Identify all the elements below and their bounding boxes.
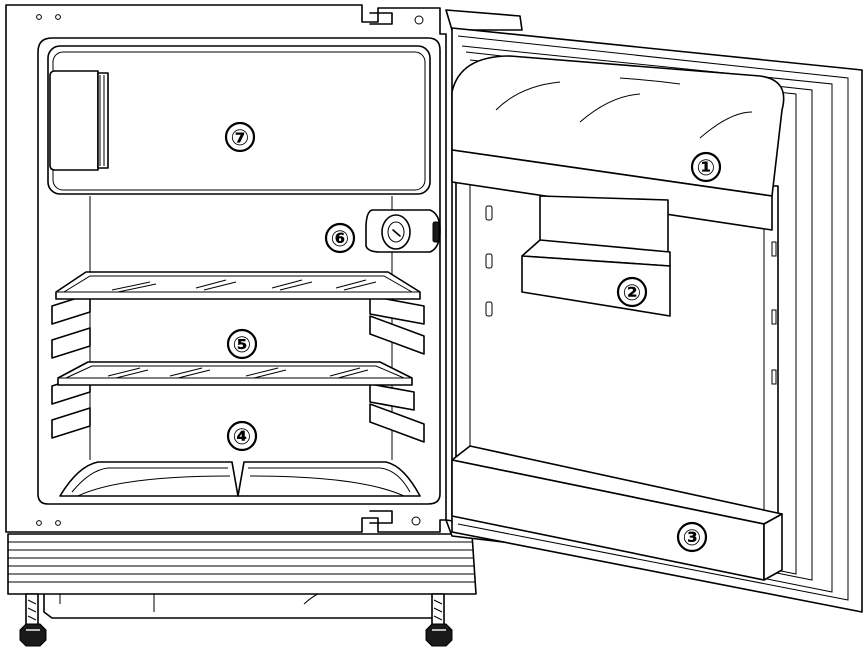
thermostat-housing <box>365 209 441 253</box>
callout-7: ⑦ <box>224 121 256 153</box>
callout-5: ⑤ <box>226 328 258 360</box>
label-6: ⑥ <box>331 227 350 252</box>
adjustable-feet <box>19 593 453 647</box>
freezer-compartment <box>47 45 431 195</box>
label-3: ③ <box>683 526 702 551</box>
label-7: ⑦ <box>231 126 250 151</box>
callout-2: ② <box>616 276 648 308</box>
upper-glass-shelf <box>55 271 421 300</box>
callout-6: ⑥ <box>324 222 356 254</box>
callout-1: ① <box>690 151 722 183</box>
label-1: ① <box>697 156 716 181</box>
callout-3: ③ <box>676 521 708 553</box>
lower-glass-shelf <box>57 361 413 386</box>
base-plinth <box>7 533 477 619</box>
label-4: ④ <box>233 425 252 450</box>
callout-4: ④ <box>226 420 258 452</box>
label-5: ⑤ <box>233 333 252 358</box>
label-2: ② <box>623 281 642 306</box>
vegetable-crispers <box>59 461 421 497</box>
